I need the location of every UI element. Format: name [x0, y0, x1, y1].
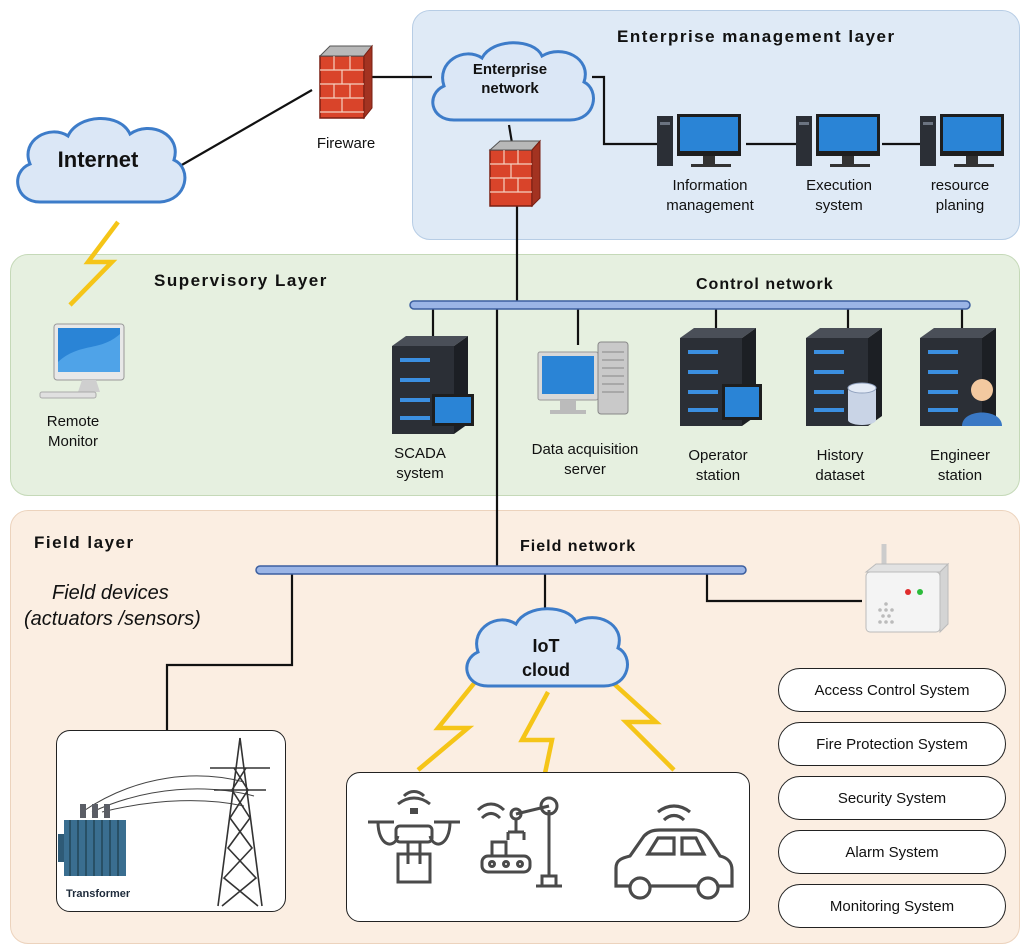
supervisory-node-line1: Engineer [929, 447, 991, 464]
supervisory-node-line2: station [937, 467, 983, 484]
field-devices-line2: (actuators /sensors) [24, 608, 201, 630]
remote-monitor-label: Remote Monitor [28, 412, 118, 452]
monitoring-system: Monitoring System [778, 884, 1006, 928]
iot-cloud-label: IoT cloud [486, 634, 606, 682]
enterprise-network-label: Enterprise network [450, 60, 570, 98]
supervisory-node-line2: server [564, 461, 606, 478]
internet-cloud-icon [16, 117, 187, 204]
server-tower-icon [680, 328, 762, 426]
information-management-label: Information management [640, 176, 780, 216]
enterprise-system-line2: management [666, 197, 754, 214]
desktop-computer-icon [537, 341, 629, 415]
transformer-label: Transformer [66, 888, 131, 900]
gas-sensor-icon [864, 544, 950, 634]
database-icon [806, 328, 882, 426]
enterprise-system-line1: resource [930, 177, 990, 194]
scada-system-label: SCADA system [370, 444, 470, 484]
iot-line1: IoT [532, 636, 560, 656]
firewall-icon [318, 44, 374, 120]
supervisory-node-line2: station [695, 467, 741, 484]
supervisory-node-line2: system [396, 465, 444, 482]
execution-system-label: Execution system [784, 176, 894, 216]
operator-station-label: Operator station [668, 446, 768, 486]
user-icon [920, 328, 1002, 426]
desktop-computer-icon [657, 114, 741, 167]
car-icon [614, 804, 734, 900]
monitor-icon [39, 323, 125, 399]
data-acquisition-label: Data acquisition server [510, 440, 660, 480]
enterprise-cloud-icon [431, 41, 595, 122]
enterprise-system-line2: system [815, 197, 863, 214]
alarm-system: Alarm System [778, 830, 1006, 874]
security-system: Security System [778, 776, 1006, 820]
field-devices-line1: Field devices [52, 582, 169, 604]
field-devices-label: Field devices (actuators /sensors) [24, 580, 201, 632]
access-control-system: Access Control System [778, 668, 1006, 712]
supervisory-layer-title: Supervisory Layer [154, 271, 328, 290]
server-tower-icon [392, 336, 474, 434]
transformer-icon [58, 775, 255, 876]
desktop-computer-icon [920, 114, 1004, 167]
enterprise-system-line1: Execution [806, 177, 872, 194]
firewall-icon-2 [488, 139, 542, 208]
field-layer-title: Field layer [34, 533, 135, 552]
history-dataset-label: History dataset [790, 446, 890, 486]
remote-monitor-line2: Monitor [47, 433, 99, 450]
enterprise-system-line1: Information [672, 177, 748, 194]
supervisory-node-line1: SCADA [394, 445, 446, 462]
iot-line2: cloud [522, 660, 570, 680]
internet-label: Internet [57, 147, 139, 172]
control-network-label: Control network [696, 276, 834, 293]
supervisory-node-line1: History [816, 447, 864, 464]
supervisory-node-line1: Data acquisition [531, 441, 639, 458]
enterprise-layer-title: Enterprise management layer [617, 27, 896, 46]
enterprise-network-line1: Enterprise [472, 61, 548, 78]
resource-planing-label: resource planing [912, 176, 1008, 216]
remote-monitor-line1: Remote [46, 413, 100, 430]
robot-arm-icon [476, 796, 562, 888]
supervisory-node-line2: dataset [815, 467, 865, 484]
iot-cloud-icon [465, 607, 629, 688]
supervisory-node-line1: Operator [688, 447, 748, 464]
pylon-icon [210, 737, 270, 907]
field-network-label: Field network [520, 538, 637, 555]
desktop-computer-icon [796, 114, 880, 167]
engineer-station-label: Engineer station [910, 446, 1010, 486]
drone-icon [368, 790, 460, 884]
enterprise-system-line2: planing [935, 197, 985, 214]
enterprise-network-line2: network [481, 80, 539, 97]
firewall-label: Fireware [316, 135, 376, 152]
fire-protection-system: Fire Protection System [778, 722, 1006, 766]
